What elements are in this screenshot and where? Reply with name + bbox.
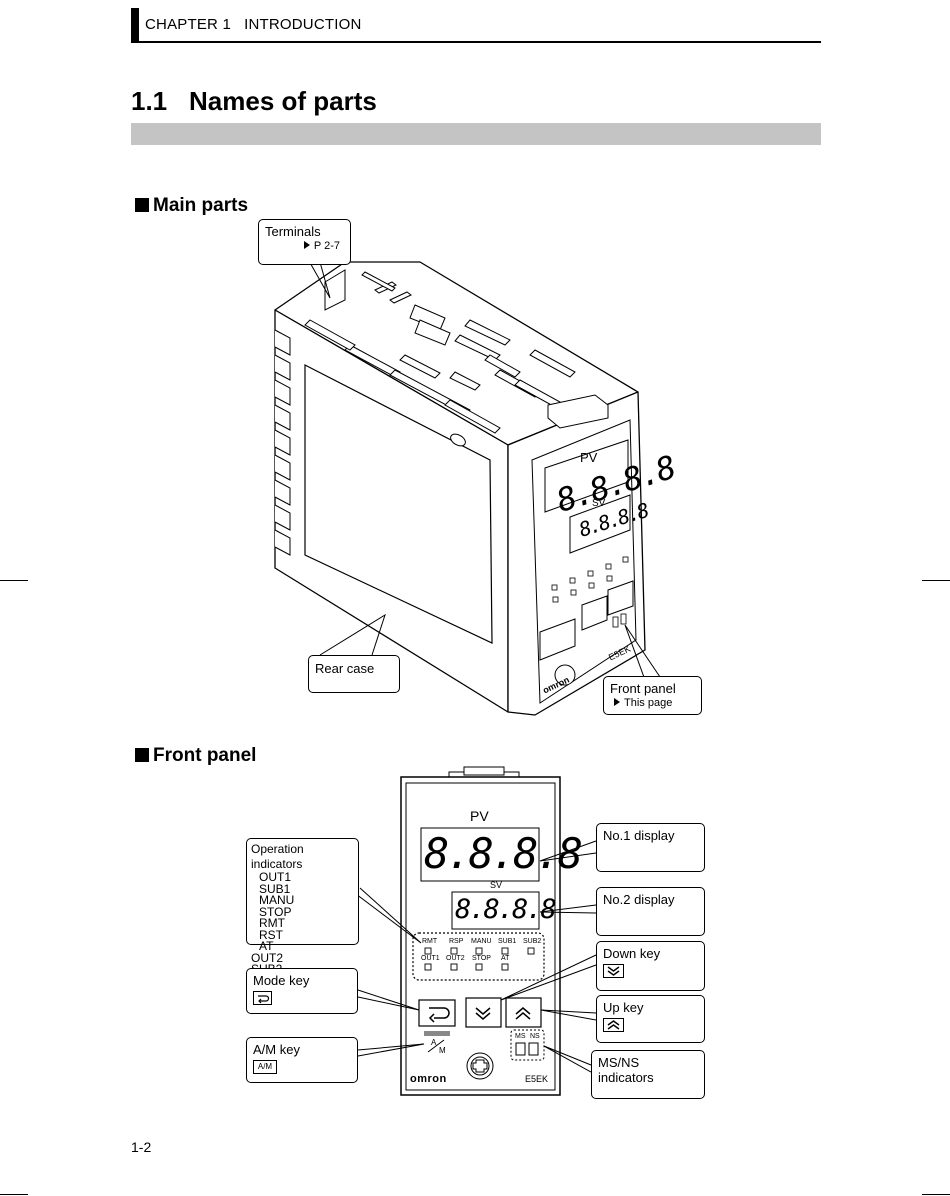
- indicator-out2: OUT2: [446, 955, 465, 962]
- mode-key-icon: [253, 991, 272, 1005]
- section-title: 1.1 Names of parts: [131, 86, 377, 117]
- no2-display-callout: No.2 display: [596, 887, 705, 936]
- operation-indicators-list: OUT1 SUB1 MANU STOP RMT RST AT OUT2 SUB2: [251, 870, 354, 976]
- indicator-at: AT: [501, 955, 510, 962]
- am-label-a: A: [431, 1038, 437, 1047]
- down-key-callout: Down key: [596, 941, 705, 991]
- section-title-text: Names of parts: [189, 86, 377, 116]
- op-ind-item: SUB1: [259, 881, 291, 896]
- operation-indicators-label: Operation indicators: [251, 842, 304, 871]
- omron-logo: omron: [410, 1073, 447, 1085]
- down-key-label: Down key: [603, 946, 661, 961]
- main-parts-heading-text: Main parts: [153, 195, 249, 216]
- am-key-icon: A/M: [253, 1060, 277, 1074]
- pv-display-digits: 8.8.8.8: [424, 829, 583, 878]
- mode-key-callout: Mode key: [246, 968, 358, 1014]
- indicator-out1: OUT1: [421, 955, 440, 962]
- indicator-manu: MANU: [471, 938, 492, 945]
- op-ind-item: OUT2: [251, 950, 284, 965]
- title-underline-bar: [131, 123, 821, 145]
- sv-label: SV: [490, 880, 503, 890]
- operation-indicators-callout: Operation indicators OUT1 SUB1 MANU STOP…: [246, 838, 359, 975]
- am-key-label: A/M key: [253, 1042, 300, 1057]
- up-key-label: Up key: [603, 1000, 644, 1015]
- ns-label: NS: [530, 1033, 540, 1040]
- no2-display-label: No.2 display: [603, 892, 675, 907]
- chapter-header: CHAPTER 1 INTRODUCTION: [145, 16, 362, 33]
- crop-mark: [922, 1194, 950, 1195]
- indicator-sub1: SUB1: [498, 938, 517, 945]
- crop-mark: [922, 580, 950, 581]
- op-ind-item: MANU: [259, 893, 295, 907]
- op-ind-item: AT: [259, 939, 274, 953]
- am-label-m: M: [439, 1046, 446, 1055]
- header-rule: [131, 41, 821, 43]
- op-ind-item: STOP: [259, 904, 292, 919]
- crop-mark: [0, 1194, 28, 1195]
- front-panel-ref: This page: [624, 697, 673, 709]
- page-ref-arrow-icon: [303, 241, 310, 249]
- sv-label-3d: SV: [592, 498, 606, 509]
- indicator-sub2: SUB2: [523, 938, 542, 945]
- op-ind-item: RST: [259, 927, 283, 942]
- terminals-label: Terminals: [265, 224, 321, 239]
- op-ind-item: RMT: [259, 916, 285, 930]
- up-key-callout: Up key: [596, 995, 705, 1043]
- indicator-stop: STOP: [472, 955, 491, 962]
- mode-key-label: Mode key: [253, 973, 310, 988]
- section-number: 1.1: [131, 86, 168, 116]
- front-panel-callout: Front panel This page: [603, 676, 702, 715]
- no1-display-callout: No.1 display: [596, 823, 705, 872]
- main-parts-heading: Main parts: [135, 195, 248, 217]
- front-panel-heading: Front panel: [135, 745, 256, 767]
- indicator-rmt: RMT: [422, 938, 438, 945]
- rear-case-callout: Rear case: [308, 655, 400, 693]
- rear-case-label: Rear case: [315, 661, 375, 676]
- down-chevron-icon: [603, 964, 624, 978]
- indicator-rsp: RSP: [449, 938, 464, 945]
- up-chevron-icon: [603, 1018, 624, 1032]
- crop-mark: [0, 580, 28, 581]
- front-panel-heading-text: Front panel: [153, 745, 257, 766]
- square-bullet-icon: [135, 748, 149, 762]
- pv-label: PV: [470, 808, 489, 824]
- am-key-callout: A/M key A/M: [246, 1037, 358, 1083]
- ms-label: MS: [515, 1033, 526, 1040]
- msns-callout: MS/NS indicators: [591, 1050, 705, 1099]
- chapter-marker: [131, 8, 139, 43]
- op-ind-item: OUT1: [259, 870, 292, 884]
- model-label: E5EK: [525, 1074, 549, 1084]
- sv-display-digits: 8.8.8.8: [455, 894, 557, 925]
- msns-label: MS/NS indicators: [598, 1055, 654, 1085]
- page-number: 1-2: [131, 1139, 152, 1155]
- front-panel-label: Front panel: [610, 681, 676, 696]
- pv-label-3d: PV: [580, 450, 598, 465]
- page-ref-arrow-icon: [614, 698, 620, 706]
- terminals-ref: P 2-7: [313, 240, 340, 252]
- no1-display-label: No.1 display: [603, 828, 675, 843]
- terminals-callout: Terminals P 2-7: [258, 219, 351, 265]
- square-bullet-icon: [135, 198, 149, 212]
